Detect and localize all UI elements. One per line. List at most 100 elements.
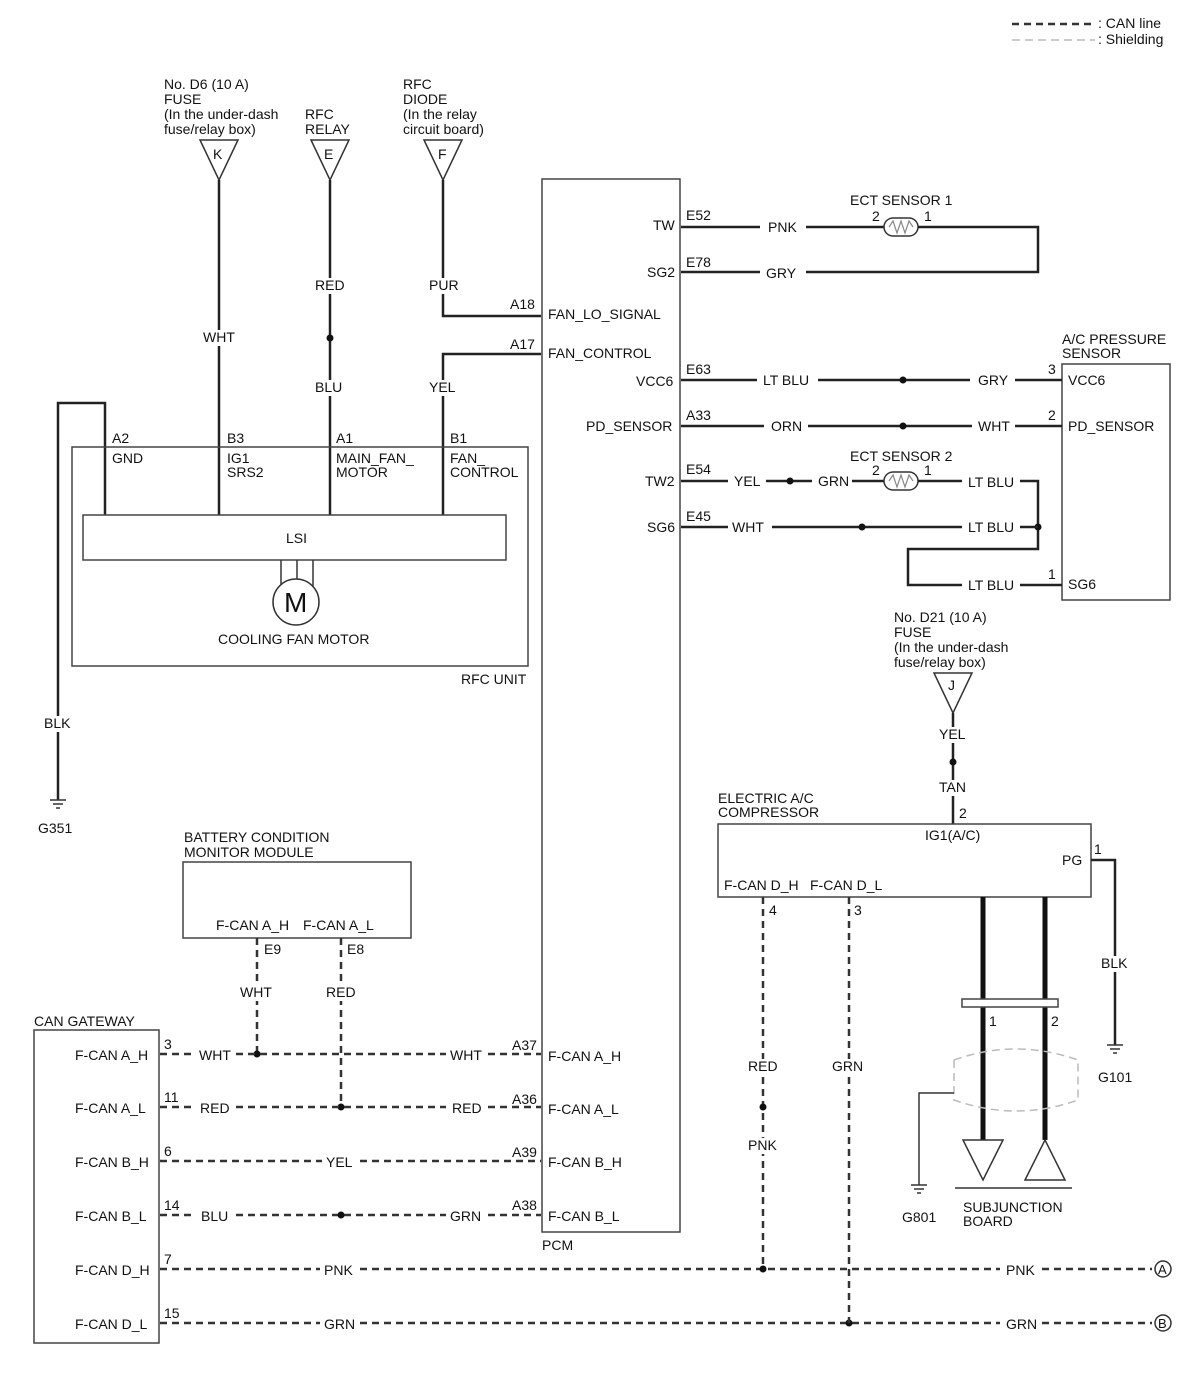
splice-row-b-l (337, 1211, 345, 1219)
ect2-pin1: 1 (924, 462, 932, 478)
subjunction-pin1: 1 (989, 1013, 997, 1029)
compressor-fcan-d-l: F-CAN D_L (810, 877, 883, 893)
rfc-pin-b3: B3 (227, 430, 244, 446)
compressor-ig1: IG1(A/C) (925, 827, 980, 843)
fuse-d21-line1: No. D21 (10 A) (894, 609, 987, 625)
rfc-diode-line4: circuit board) (403, 121, 484, 137)
ect1-pin2: 2 (872, 208, 880, 224)
lsi-box (82, 514, 507, 561)
pcm-sg2: SG2 (647, 264, 675, 280)
compressor-wire-label-red: RED (748, 1058, 778, 1074)
gateway-row-label: F-CAN D_L (75, 1316, 148, 1332)
gateway-row-left-color: PNK (324, 1262, 353, 1278)
ac-pd-sensor: PD_SENSOR (1068, 418, 1154, 434)
rfc-diode: RFC DIODE (In the relay circuit board) F (403, 76, 484, 182)
rfc-pin-a1: A1 (336, 430, 353, 446)
splice-row-d-h (759, 1265, 767, 1273)
offpage-b-label: B (1158, 1316, 1167, 1331)
battery-pin-e8: E8 (347, 941, 364, 957)
wire-label-gry-ect1: GRY (766, 265, 797, 281)
rfc-diode-line2: DIODE (403, 91, 447, 107)
offpage-a-circle (1154, 1260, 1172, 1278)
fuse-d21-line4: fuse/relay box) (894, 654, 986, 670)
can-gateway-box (33, 1029, 160, 1344)
pcm-pin-a17: A17 (510, 336, 535, 352)
gateway-row-pin: 7 (164, 1251, 172, 1267)
fuse-d6-line4: fuse/relay box) (164, 121, 256, 137)
battery-wht-label-bg (237, 985, 277, 1001)
offpage-b-circle (1154, 1314, 1172, 1332)
gateway-row-left-color: GRN (324, 1316, 355, 1332)
motor-symbol: M (284, 587, 307, 618)
wire-yel-fan-control (441, 352, 541, 515)
can-gateway-label: CAN GATEWAY (34, 1013, 136, 1029)
rfc-pin-srs2: SRS2 (227, 464, 264, 480)
subjunction-triangle-down (961, 1139, 1005, 1182)
wire-label-yel-d21: YEL (939, 726, 966, 742)
pcm-pin-a33: A33 (686, 407, 711, 423)
connector-e-triangle (309, 139, 351, 182)
gateway-row-pin: 6 (164, 1143, 172, 1159)
wire-label-blk-pg: BLK (1101, 955, 1128, 971)
splice-sg6-mid (858, 523, 866, 531)
wire-blk-pg (1091, 858, 1117, 1045)
ect-sensor-2-label: ECT SENSOR 2 (850, 448, 953, 464)
battery-fcan-a-h: F-CAN A_H (216, 917, 289, 933)
thermistor-2-icon (888, 473, 914, 489)
gateway-row-right-color: GRN (450, 1208, 481, 1224)
rfc-unit-box (71, 446, 529, 667)
wire-label-pur: PUR (429, 277, 459, 293)
ac-pressure-sensor-line1: A/C PRESSURE (1062, 331, 1166, 347)
gateway-row-right-color: RED (452, 1100, 482, 1116)
wire-label-wht: WHT (203, 329, 235, 345)
connector-k-triangle (198, 139, 240, 182)
compressor-pg: PG (1062, 852, 1082, 868)
compressor-wire-label-grn: GRN (832, 1058, 863, 1074)
blk-label-bg (40, 716, 76, 732)
pcm-fcan-b-h: F-CAN B_H (548, 1154, 622, 1170)
connector-e-label: E (324, 146, 333, 162)
yel-label-bg (426, 380, 462, 396)
connector-f-label: F (438, 146, 447, 162)
rfc-pin-gnd: GND (112, 450, 143, 466)
ect1-pin1: 1 (924, 208, 932, 224)
ac-pressure-sensor: A/C PRESSURE SENSOR LT BLU GRY 3 VCC6 OR… (681, 331, 1171, 601)
battery-red-label-bg (323, 985, 359, 1001)
compressor-red-label-bg (745, 1059, 781, 1075)
blk-pg-label-bg (1098, 956, 1132, 972)
can-gateway: CAN GATEWAY F-CAN A_H 3 WHT WHT F-CAN A_… (33, 1013, 1152, 1344)
wire-label-yel-tw2: YEL (734, 473, 761, 489)
ac-pressure-sensor-box (1061, 363, 1171, 601)
connector-k-label: K (213, 146, 223, 162)
shield-ground-wire (918, 1092, 954, 1185)
red-label-bg (311, 278, 349, 294)
rfc-pin-main-fan: MAIN_FAN_ (336, 450, 414, 466)
can-line-label: : CAN line (1098, 15, 1161, 31)
compressor-pnk-label-bg (745, 1138, 781, 1154)
rfc-relay-line2: RELAY (305, 121, 351, 137)
thermistor-1-icon (888, 219, 914, 235)
yel-d21-label-bg (936, 727, 970, 743)
ect2-pin2: 2 (872, 462, 880, 478)
pcm-pd-sensor: PD_SENSOR (586, 418, 672, 434)
wire-label-lt-blu-vcc6: LT BLU (763, 372, 809, 388)
gateway-row-right-color: GRN (1006, 1316, 1037, 1332)
ground-g801-label: G801 (902, 1209, 936, 1225)
electric-ac-compressor: ELECTRIC A/C COMPRESSOR IG1(A/C) PG F-CA… (717, 790, 1132, 1229)
pcm-fcan-a-h: F-CAN A_H (548, 1048, 621, 1064)
battery-fcan-a-l: F-CAN A_L (303, 917, 374, 933)
splice-red-pnk (759, 1103, 767, 1111)
ect-sensor-1-label: ECT SENSOR 1 (850, 192, 953, 208)
offpage-a-label: A (1158, 1262, 1167, 1277)
rfc-relay: RFC RELAY E (305, 106, 351, 182)
battery-module-line1: BATTERY CONDITION (184, 829, 329, 845)
splice-battery-a-h (253, 1050, 261, 1058)
wire-label-lt-blu-ac-sg6: LT BLU (968, 577, 1014, 593)
ac-sg6: SG6 (1068, 576, 1096, 592)
wire-label-wht-pd: WHT (978, 418, 1010, 434)
connector-j-triangle (932, 672, 974, 715)
pcm-pin-a37: A37 (512, 1037, 537, 1053)
gateway-row-left-color: RED (200, 1100, 230, 1116)
compressor-wire-label-pnk: PNK (748, 1137, 777, 1153)
cooling-fan-motor-label: COOLING FAN MOTOR (218, 631, 369, 647)
